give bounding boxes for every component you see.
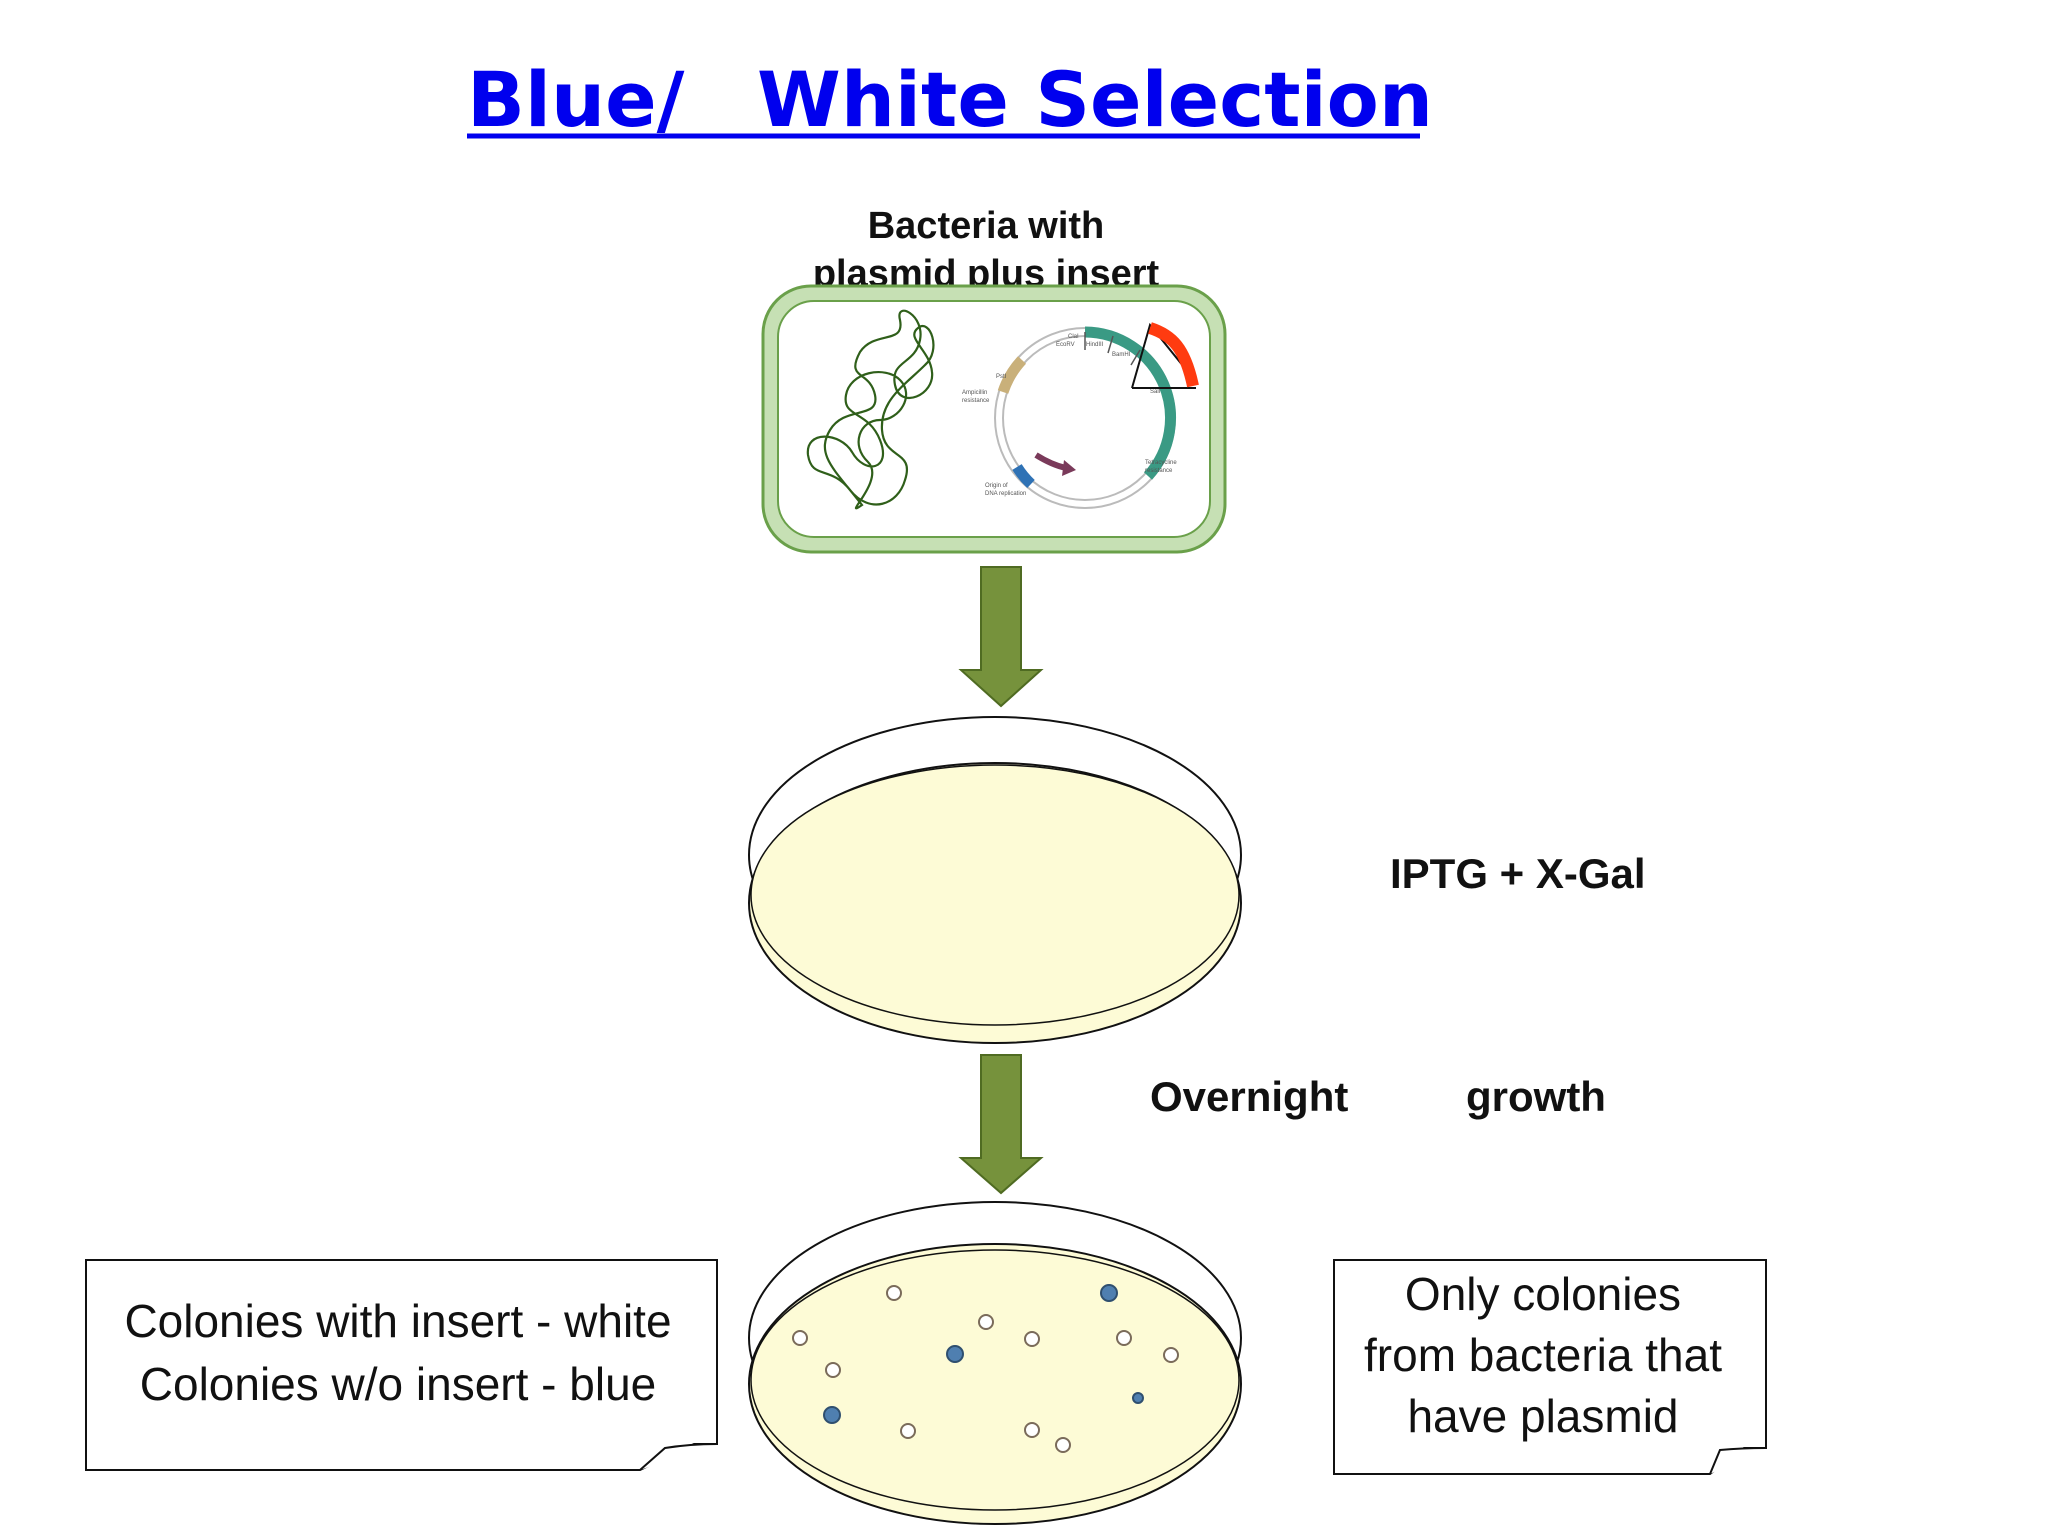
colonies (792, 1284, 1179, 1453)
white-colony (825, 1362, 841, 1378)
down-arrow-1 (958, 566, 1044, 708)
white-colony (886, 1285, 902, 1301)
white-colony (900, 1423, 916, 1439)
blue-colony (946, 1345, 964, 1363)
plasmid-label-tetracycline: Tetracycline (1145, 460, 1177, 466)
plasmid-label-origin: Origin of (985, 483, 1008, 489)
white-colony (978, 1314, 994, 1330)
blue-colony (1132, 1392, 1144, 1404)
plasmid-label-tetracycline2: resistance (1145, 468, 1173, 474)
plasmid-label-ampicillin2: resistance (962, 398, 990, 404)
left-note-line2: Colonies w/o insert - blue (140, 1358, 656, 1410)
blue-colony (1100, 1284, 1118, 1302)
white-colony (1024, 1331, 1040, 1347)
right-note (1333, 1259, 1767, 1475)
white-colony (792, 1330, 808, 1346)
plate-label: IPTG + X-Gal (1390, 850, 1646, 897)
insert-wedge (1131, 322, 1199, 389)
plasmid-label-sali: SalI (1150, 389, 1161, 395)
white-colony (1116, 1330, 1132, 1346)
left-note (85, 1259, 718, 1471)
left-note-line1: Colonies with insert - white (124, 1295, 671, 1347)
title-part1: Blue/ (467, 55, 685, 144)
agar-plate-2 (748, 1201, 1242, 1525)
plasmid-label-hindiii: HindIII (1086, 342, 1104, 348)
right-note-line3: have plasmid (1407, 1390, 1678, 1442)
blue-colony (823, 1406, 841, 1424)
bacteria-label-line1: Bacteria with (868, 205, 1105, 247)
plasmid-map (994, 326, 1176, 509)
white-colony (1024, 1422, 1040, 1438)
down-arrow-2 (958, 1054, 1044, 1195)
growth-label-word2: growth (1466, 1073, 1606, 1120)
plasmid-label-ampicillin: Ampicillin (962, 390, 987, 396)
white-colony (1163, 1347, 1179, 1363)
plasmid-label-origin2: DNA replication (985, 491, 1026, 497)
right-note-line1: Only colonies (1405, 1268, 1681, 1320)
growth-label-word1: Overnight (1150, 1073, 1348, 1120)
chromosome-dna (806, 309, 935, 510)
title-part2: White Selection (757, 55, 1433, 144)
plasmid-label-bamhi: BamHI (1112, 352, 1131, 358)
plasmid-label-ecorv: EcoRV (1056, 342, 1075, 348)
bacterial-cell (761, 284, 1227, 554)
agar-plate-1 (748, 716, 1242, 1044)
plasmid-label-psti: PstI (996, 374, 1007, 380)
white-colony (1055, 1437, 1071, 1453)
plasmid-label-cla: ClaI (1068, 334, 1079, 340)
right-note-line2: from bacteria that (1364, 1329, 1722, 1381)
